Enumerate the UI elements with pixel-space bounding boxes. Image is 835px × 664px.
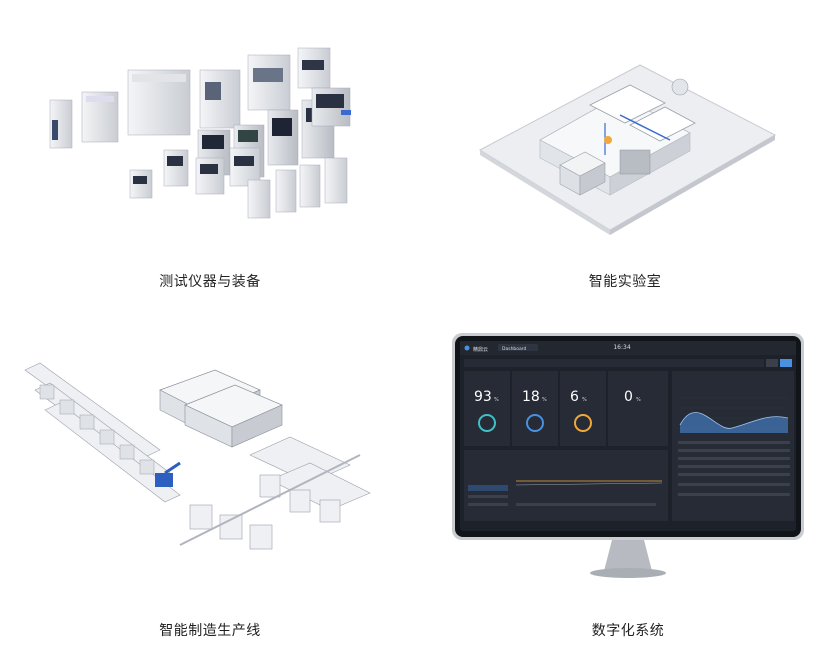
caption-instruments: 测试仪器与装备	[159, 274, 261, 290]
gauge-1	[478, 414, 496, 432]
gauge-3	[574, 414, 592, 432]
card-digital-system[interactable]: 精鼎云 Dashboard 16:34 93 % 18 % 6 % 0 %	[452, 333, 804, 583]
caption-digital-system: 数字化系统	[591, 623, 665, 639]
stat-unit-3: %	[582, 397, 587, 403]
stat-value-2: 18	[522, 389, 540, 405]
stat-value-3: 6	[570, 389, 579, 405]
stat-unit-4: %	[636, 397, 641, 403]
stat-value-4: 0	[624, 389, 633, 405]
dashboard-clock: 16:34	[613, 344, 630, 351]
dashboard-tab: Dashboard	[502, 346, 527, 352]
instruments-illustration	[49, 47, 351, 219]
gauge-2	[526, 414, 544, 432]
card-lab[interactable]	[470, 45, 780, 245]
monitor-illustration: 精鼎云 Dashboard 16:34 93 % 18 % 6 % 0 %	[452, 333, 804, 578]
lab-illustration	[478, 64, 777, 235]
caption-lab: 智能实验室	[588, 274, 662, 290]
stat-unit-2: %	[542, 397, 547, 403]
dashboard-brand: 精鼎云	[473, 346, 488, 353]
caption-production-line: 智能制造生产线	[159, 623, 261, 639]
stat-unit-1: %	[494, 397, 499, 403]
card-production-line[interactable]	[20, 355, 400, 565]
production-line-illustration	[24, 362, 371, 550]
card-instruments[interactable]	[30, 30, 390, 245]
stat-value-1: 93	[474, 389, 492, 405]
